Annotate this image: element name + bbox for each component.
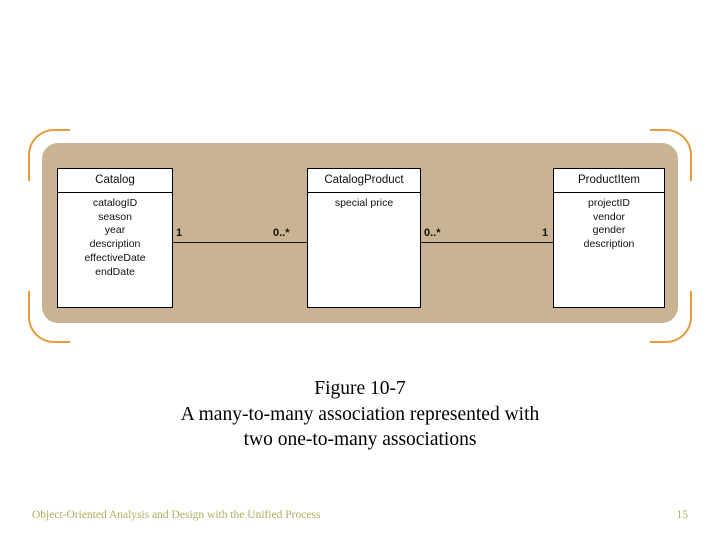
- uml-class-catalog: Catalog catalogID season year descriptio…: [57, 168, 173, 308]
- figure-caption: Figure 10-7 A many-to-many association r…: [0, 376, 720, 453]
- attribute-item: year: [104, 224, 126, 237]
- attribute-item: endDate: [95, 265, 135, 278]
- multiplicity-productitem-side: 1: [542, 227, 549, 239]
- caption-line-2: A many-to-many association represented w…: [180, 403, 540, 425]
- footer-page-number: 15: [676, 509, 689, 521]
- attribute-item: effectiveDate: [84, 252, 146, 265]
- association-line-catalog-catalogproduct: [173, 242, 307, 243]
- attribute-item: description: [89, 238, 141, 251]
- class-attributes-productitem: projectID vendor gender description: [554, 193, 664, 307]
- attribute-item: special price: [334, 196, 394, 209]
- multiplicity-catalogproduct-left: 0..*: [273, 227, 290, 239]
- class-attributes-catalog: catalogID season year description effect…: [58, 193, 172, 307]
- attribute-item: catalogID: [92, 196, 138, 209]
- diagram-panel: 1 0..* 0..* 1 Catalog catalogID season y…: [42, 143, 678, 323]
- class-attributes-catalogproduct: special price: [308, 193, 420, 307]
- class-name-catalog: Catalog: [58, 169, 172, 193]
- class-name-catalogproduct: CatalogProduct: [308, 169, 420, 193]
- multiplicity-catalog-side: 1: [176, 227, 183, 239]
- attribute-item: description: [583, 238, 635, 251]
- attribute-item: season: [98, 210, 132, 223]
- attribute-item: vendor: [592, 210, 626, 223]
- uml-class-catalogproduct: CatalogProduct special price: [307, 168, 421, 308]
- class-name-productitem: ProductItem: [554, 169, 664, 193]
- attribute-item: projectID: [587, 196, 630, 209]
- footer-source-text: Object-Oriented Analysis and Design with…: [32, 509, 321, 521]
- caption-line-1: Figure 10-7: [314, 378, 406, 399]
- caption-line-3: two one-to-many associations: [243, 429, 477, 451]
- association-line-catalogproduct-productitem: [421, 242, 553, 243]
- multiplicity-catalogproduct-right: 0..*: [424, 227, 441, 239]
- attribute-item: gender: [592, 224, 626, 237]
- uml-class-productitem: ProductItem projectID vendor gender desc…: [553, 168, 665, 308]
